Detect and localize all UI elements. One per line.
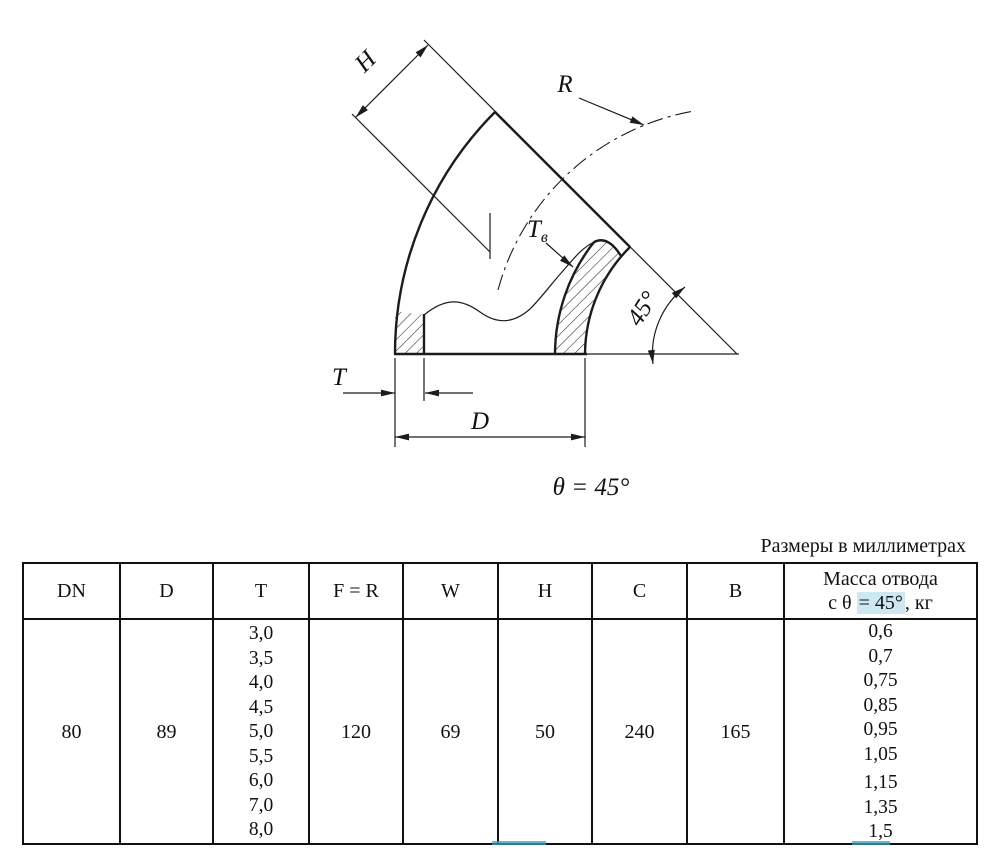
- mass-value: 0,7: [868, 645, 893, 667]
- cell-b: 165: [688, 620, 785, 845]
- h-extension: [351, 113, 491, 253]
- mass-value: 0,6: [868, 621, 893, 642]
- face-plane-extension: [423, 39, 738, 355]
- annotation-mark-bottom-center: [492, 841, 546, 845]
- t-label: T: [332, 364, 348, 391]
- t-wall-label: Tв: [527, 216, 548, 246]
- mass-value: 1,35: [863, 796, 898, 818]
- mass-value: 1,05: [863, 743, 898, 765]
- t-value: 7,0: [248, 794, 274, 816]
- break-line: [423, 241, 595, 322]
- angle-arrow-bottom: [647, 349, 655, 364]
- t-value: 4,5: [248, 696, 274, 718]
- t-wall-arrow: [560, 255, 573, 267]
- d-label: D: [470, 408, 489, 435]
- cell-f-r: 120: [310, 620, 404, 845]
- cell-t-values: 3,0 3,5 4,0 4,5 5,0 5,5 6,0 7,0 8,0: [214, 620, 310, 845]
- wall-cap: [593, 239, 623, 257]
- d-arrow-right: [571, 433, 585, 441]
- bore-arc: [553, 241, 595, 355]
- angle-arrow-top: [671, 287, 685, 299]
- mass-value: 0,85: [863, 694, 898, 716]
- header-mass-line1: Масса отвода: [823, 568, 938, 590]
- mass-value: 1,5: [868, 821, 893, 842]
- header-mass: Масса отвода с θ = 45°, кг: [785, 564, 976, 620]
- cell-d: 89: [121, 620, 214, 845]
- t-value: 8,0: [248, 819, 274, 840]
- r-arrow: [629, 116, 644, 125]
- header-b: B: [688, 564, 785, 620]
- t-arrow-right: [425, 389, 439, 397]
- inner-wall-section-hatch: [555, 240, 621, 354]
- cell-h: 50: [499, 620, 593, 845]
- elbow-45-drawing: H R Tв 45° T D θ = 45°: [332, 39, 739, 501]
- header-h: H: [499, 564, 593, 620]
- highlight-45: = 45°: [856, 592, 905, 614]
- mass-value: 1,15: [863, 772, 898, 793]
- t-value: 4,0: [248, 672, 274, 693]
- theta-label: θ = 45°: [553, 474, 630, 501]
- header-dn: DN: [24, 564, 121, 620]
- d-arrow-left: [395, 433, 409, 441]
- t-value: 3,0: [248, 623, 274, 644]
- dimensions-table: DN D T F = R W H C B Масса отвода с θ = …: [22, 562, 978, 845]
- t-value: 6,0: [248, 770, 274, 791]
- cell-mass-values: 0,6 0,7 0,75 0,85 0,95 1,05 1,15 1,35 1,…: [785, 620, 976, 845]
- inner-bend-arc: [583, 246, 631, 355]
- t-value: 5,5: [248, 745, 274, 767]
- header-c: C: [593, 564, 688, 620]
- header-t: T: [214, 564, 310, 620]
- cell-dn: 80: [24, 620, 121, 845]
- header-w: W: [404, 564, 499, 620]
- outer-bend-arc: [393, 111, 496, 355]
- t-value: 3,5: [248, 647, 274, 669]
- h-arrow-top: [415, 45, 428, 58]
- bend-centerline-arc: [497, 110, 695, 291]
- h-label: H: [349, 44, 383, 78]
- cell-w: 69: [404, 620, 499, 845]
- header-d: D: [121, 564, 214, 620]
- annotation-mark-under-1-5: [852, 841, 890, 845]
- mass-value: 0,95: [863, 719, 898, 740]
- r-label: R: [556, 71, 572, 98]
- header-mass-line2: с θ = 45°, кг: [828, 592, 933, 614]
- h-arrow-bottom: [355, 105, 368, 118]
- h-dimension-line: [355, 44, 429, 118]
- mass-value: 0,75: [863, 670, 898, 691]
- left-wall-section-hatch: [395, 311, 424, 354]
- units-note: Размеры в миллиметрах: [760, 535, 966, 557]
- header-f-r: F = R: [310, 564, 404, 620]
- t-arrow-left: [381, 389, 395, 397]
- t-value: 5,0: [248, 721, 274, 742]
- cell-c: 240: [593, 620, 688, 845]
